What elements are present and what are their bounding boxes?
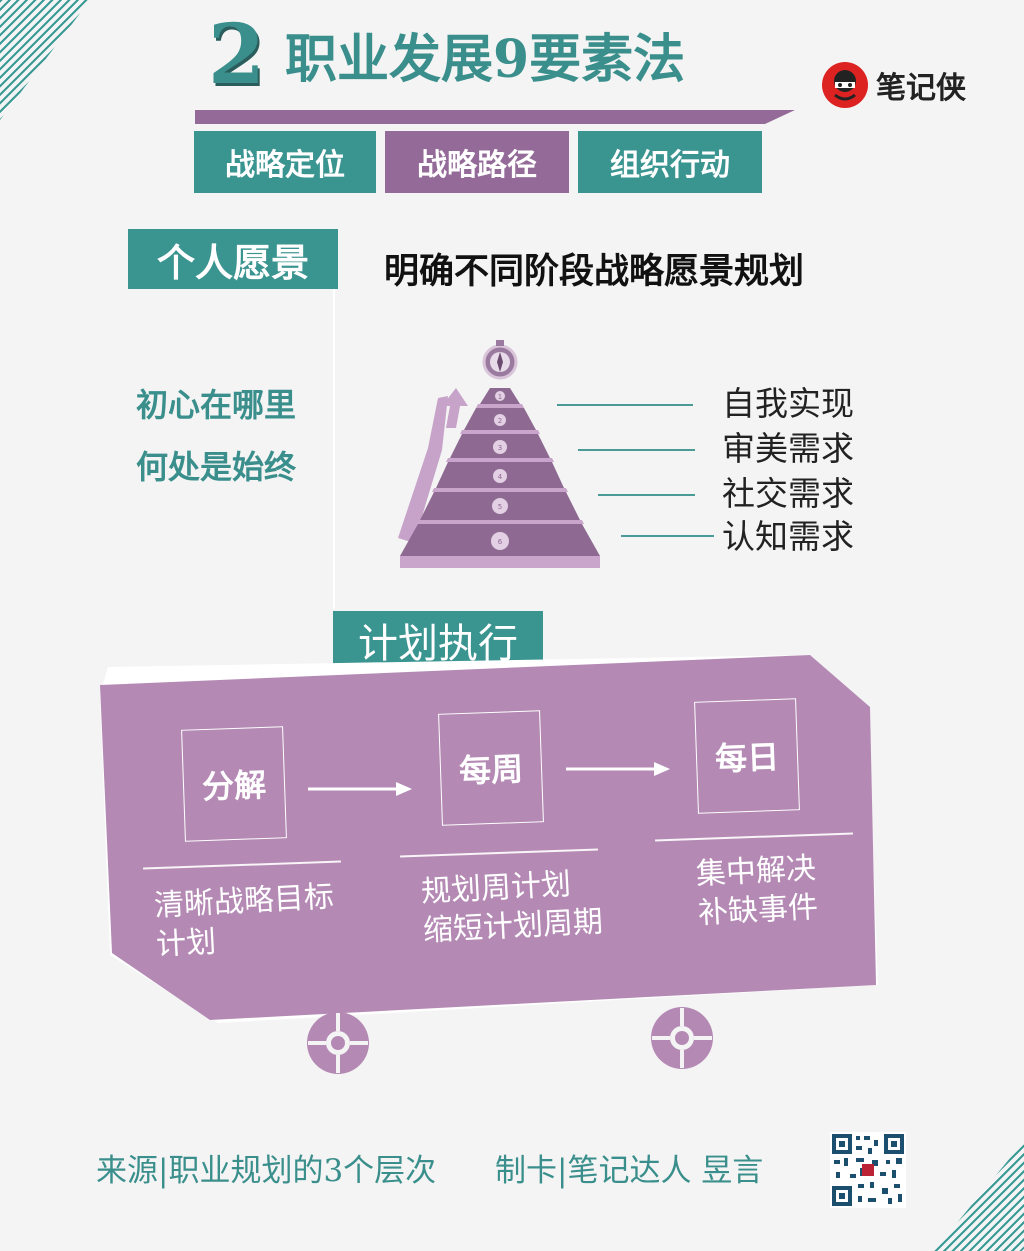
step-label: 每日 [714,737,780,779]
ninja-face-icon [822,62,868,108]
tab-strategic-path[interactable]: 战略路径 [385,131,569,193]
level-aesthetic-needs: 审美需求 [722,429,854,468]
tab-organizational-action[interactable]: 组织行动 [578,131,762,193]
step-box-weekly: 每周 [438,710,544,826]
level-connector-line [557,404,693,406]
step-label: 分解 [201,765,267,807]
step-description-line: 补缺事件 [697,889,819,932]
step-description-daily: 集中解决 补缺事件 [695,849,819,933]
vision-tag: 个人愿景 [128,229,338,289]
plan-panel [100,655,878,1023]
pyramid-illustration: 1 2 3 4 5 6 [398,340,600,568]
step-description-line: 集中解决 [695,850,817,893]
wheel-icon [307,1012,369,1074]
corner-stripes-top-left [0,0,90,120]
pyramid-number: 5 [498,503,502,511]
level-social-needs: 社交需求 [722,474,854,513]
step-description-weekly: 规划周计划 缩短计划周期 [420,863,604,950]
plan-tag: 计划执行 [333,611,543,669]
pyramid-number: 4 [498,473,503,481]
title-underline-bar [195,110,795,124]
arrow-right-icon [566,762,670,776]
step-box-decompose: 分解 [181,726,287,842]
footer-maker: 制卡|笔记达人 昱言 [495,1153,764,1189]
level-connector-line [621,535,714,537]
wheel-icon [651,1007,713,1069]
level-cognitive-needs: 认知需求 [722,517,854,556]
question-origin: 初心在哪里 [136,386,297,424]
title-number: 2 [208,7,266,103]
arrow-right-icon [308,782,412,796]
pyramid-number: 2 [498,417,502,425]
brand[interactable]: 笔记侠 [822,62,966,108]
step-description-decompose: 清晰战略目标 计划 [153,877,337,964]
page-title: 职业发展9要素法 [285,29,686,90]
level-self-actualization: 自我实现 [722,384,854,423]
level-connector-line [598,494,695,496]
pyramid-number: 1 [498,393,502,401]
footer-source: 来源|职业规划的3个层次 [96,1153,437,1189]
step-label: 每周 [458,749,524,791]
pyramid-number: 3 [498,444,502,452]
pyramid-number: 6 [498,538,503,546]
question-destination: 何处是始终 [136,448,297,486]
level-connector-line [578,449,695,451]
step-box-daily: 每日 [694,698,800,814]
brand-name: 笔记侠 [876,71,966,106]
vertical-divider [333,289,335,609]
tab-strategic-positioning[interactable]: 战略定位 [194,131,376,193]
qr-code-icon[interactable] [830,1132,906,1208]
vision-description: 明确不同阶段战略愿景规划 [384,251,805,292]
corner-stripes-bottom-right [934,1141,1024,1251]
